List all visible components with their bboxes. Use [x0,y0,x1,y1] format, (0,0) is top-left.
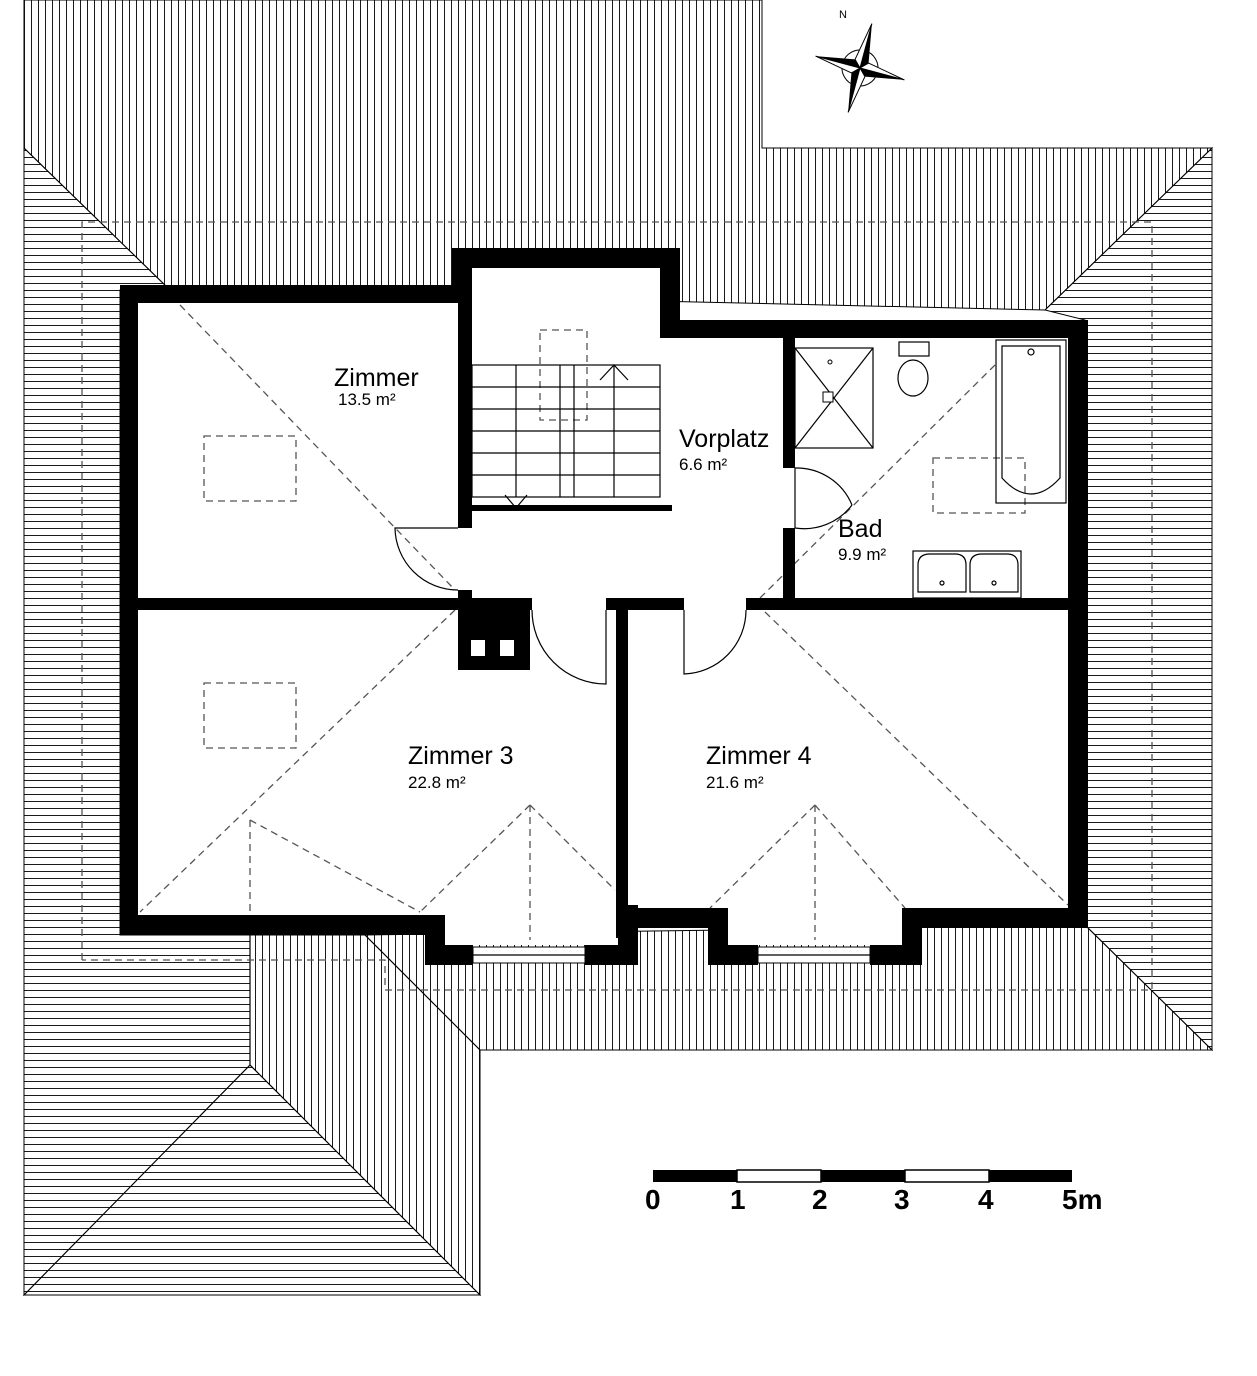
door-zimmer4[interactable] [683,609,747,675]
walls [120,248,1088,965]
room-name-vorplatz: Vorplatz [679,425,769,453]
slope-lines [139,304,1069,940]
door-zimmer3[interactable] [531,609,607,685]
room-name-zimmer: Zimmer [334,364,419,392]
interior [138,268,1068,945]
scale-label-1: 1 [730,1184,746,1215]
room-name-bad: Bad [838,515,882,543]
room-name-zimmer3: Zimmer 3 [408,742,514,770]
room-area-bad: 9.9 m² [838,545,887,564]
door-bad[interactable] [794,468,853,530]
scale-label-0: 0 [645,1184,661,1215]
room-area-zimmer4: 21.6 m² [706,773,764,792]
scale-label-4: 4 [978,1184,994,1215]
scale-label-2: 2 [812,1184,828,1215]
scale-label-3: 3 [894,1184,910,1215]
bathtub [995,339,1067,504]
scale-label-5: 5m [1062,1184,1102,1215]
doors [394,467,853,685]
room-area-zimmer: 13.5 m² [338,390,396,409]
room-area-vorplatz: 6.6 m² [679,455,728,474]
staircase [471,364,661,509]
compass-rose-icon [815,23,905,113]
toilet [898,341,930,357]
roof-wing-south [22,1064,482,1296]
room-name-zimmer4: Zimmer 4 [706,742,812,770]
bathroom-fixtures [794,339,1067,599]
scale-bar: 0 1 2 3 4 5m [645,1169,1102,1215]
shower [794,347,874,449]
door-zimmer[interactable] [394,527,459,591]
double-sink [912,550,1022,599]
room-area-zimmer3: 22.8 m² [408,773,466,792]
eave-outline [81,221,1153,991]
north-letter: N [839,9,847,21]
room-labels: Zimmer 13.5 m² Vorplatz 6.6 m² Bad 9.9 m… [334,364,887,792]
